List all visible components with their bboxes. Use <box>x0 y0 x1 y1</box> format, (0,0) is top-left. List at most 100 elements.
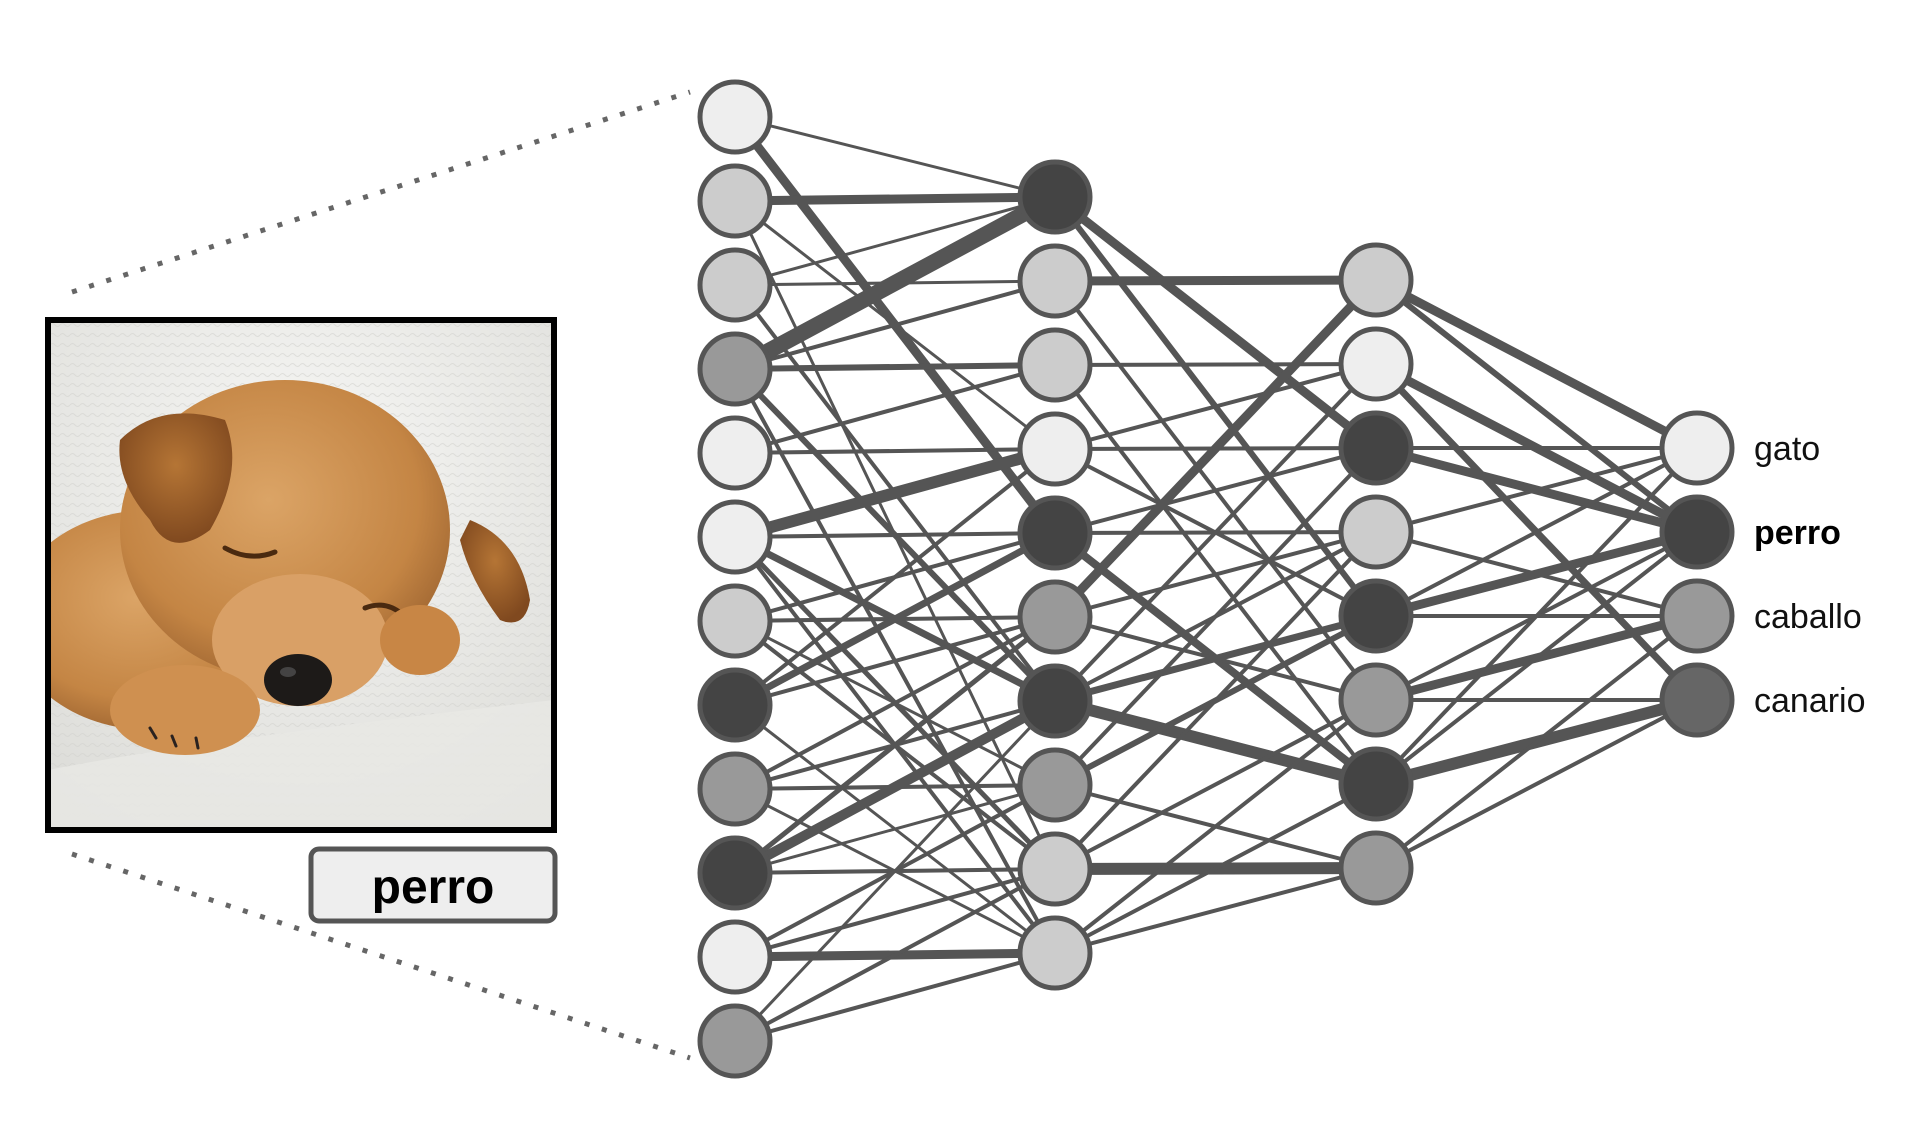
input-neuron <box>697 667 773 743</box>
connection-edge <box>733 447 1057 707</box>
hidden-neuron <box>1017 747 1093 823</box>
connection-edge <box>1050 275 1381 286</box>
connection-edge <box>1049 695 1382 790</box>
connection-edge <box>727 189 1063 377</box>
input-neuron <box>697 751 773 827</box>
connection-edge <box>1053 782 1378 955</box>
puppy-left-ear <box>119 413 233 543</box>
puppy-claws <box>148 726 200 750</box>
connection-edge <box>730 192 1060 206</box>
connection-edge <box>733 447 1057 455</box>
connection-edge <box>1053 530 1378 619</box>
connection-edge <box>1051 612 1380 705</box>
puppy-left-eye <box>222 545 278 559</box>
connection-edge <box>1053 866 1378 955</box>
hidden-neuron <box>1017 831 1093 907</box>
connection-edge <box>733 615 1057 791</box>
projection-line-top <box>71 89 691 295</box>
connection-edge <box>733 783 1057 875</box>
hidden-neuron <box>1017 663 1093 739</box>
input-neuron <box>697 331 773 407</box>
connection-edge <box>729 443 1061 543</box>
input-neuron <box>697 79 773 155</box>
connection-edge <box>1373 277 1700 535</box>
hidden-neuron <box>1338 578 1414 654</box>
connection-edge <box>733 279 1057 371</box>
connection-edge <box>1053 698 1378 871</box>
input-neuron <box>697 163 773 239</box>
connection-edge <box>1374 698 1699 870</box>
hidden-neuron <box>1017 579 1093 655</box>
input-label-box <box>308 846 558 924</box>
input-neuron <box>697 247 773 323</box>
output-label: canario <box>1754 682 1866 720</box>
connection-edge <box>733 951 1057 1043</box>
input-label-tag: perro <box>308 846 558 924</box>
connection-edge <box>733 867 1057 959</box>
photo-frame <box>45 317 557 833</box>
hidden-neuron <box>1338 326 1414 402</box>
network-nodes <box>697 79 1735 1079</box>
output-neuron <box>1659 662 1735 738</box>
puppy-right-ear <box>460 520 530 623</box>
connection-edge <box>1050 192 1381 453</box>
input-label-text: perro <box>372 861 495 914</box>
connection-edge <box>731 529 1059 709</box>
projection-line-bottom <box>71 851 691 1061</box>
connection-edge <box>1053 362 1378 367</box>
hidden-neuron <box>1017 243 1093 319</box>
output-neuron <box>1659 494 1735 570</box>
output-neuron <box>1659 410 1735 486</box>
connection-edge <box>733 699 1057 1043</box>
connection-edge <box>1374 446 1699 786</box>
hidden-neuron <box>1338 830 1414 906</box>
puppy-nose-highlight <box>280 667 296 677</box>
connection-edge <box>1374 614 1699 870</box>
connection-edge <box>1053 698 1378 955</box>
hidden-neuron <box>1017 915 1093 991</box>
input-neuron <box>697 1003 773 1079</box>
connection-edge <box>1374 446 1699 534</box>
output-label: caballo <box>1754 598 1862 636</box>
input-neuron <box>697 499 773 575</box>
connection-edge <box>733 115 1057 199</box>
connection-edge <box>1371 527 1702 621</box>
input-neuron <box>697 835 773 911</box>
output-label: perro <box>1754 514 1841 552</box>
connection-edge <box>1053 530 1378 871</box>
connection-edge <box>732 614 1058 876</box>
input-neuron <box>697 919 773 995</box>
connection-edge <box>1374 446 1699 618</box>
connection-edge <box>1053 446 1378 535</box>
hidden-neuron <box>1017 327 1093 403</box>
hidden-neuron <box>1017 411 1093 487</box>
input-neuron <box>697 415 773 491</box>
connection-edge <box>730 696 1060 878</box>
hidden-neuron <box>1338 662 1414 738</box>
hidden-neuron <box>1017 495 1093 571</box>
hidden-neuron <box>1017 159 1093 235</box>
connection-edge <box>1053 362 1378 703</box>
connection-edge <box>733 531 1057 539</box>
puppy-left-paw <box>110 665 260 755</box>
connection-edge <box>733 195 1057 287</box>
input-neuron <box>697 583 773 659</box>
connection-edge <box>1053 362 1378 451</box>
puppy-nose <box>264 654 332 706</box>
connection-edge <box>1374 530 1699 786</box>
hidden-neuron <box>1338 494 1414 570</box>
puppy-muzzle <box>212 574 388 706</box>
connection-edge <box>732 362 1058 372</box>
puppy-photo <box>48 320 554 830</box>
connection-edge <box>1371 275 1702 453</box>
puppy-right-paw <box>380 605 460 675</box>
output-label: gato <box>1754 430 1820 468</box>
blanket-fold <box>48 700 554 830</box>
connection-edge <box>733 363 1057 455</box>
output-labels: gato perro caballo canario <box>1754 430 1866 720</box>
hidden-neuron <box>1338 242 1414 318</box>
network-edges <box>727 112 1703 1043</box>
connection-edge <box>733 615 1057 707</box>
